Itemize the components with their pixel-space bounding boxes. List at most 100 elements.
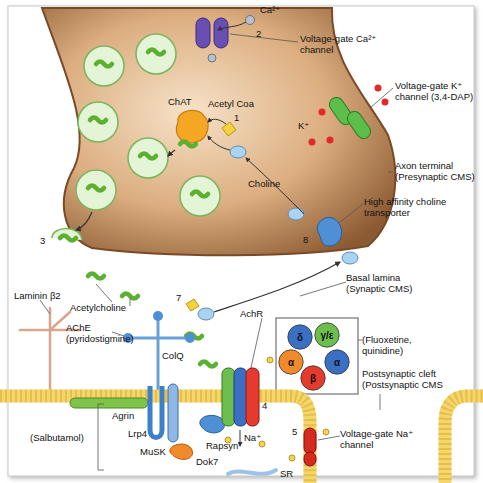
acetylcholine-molecule: [192, 192, 208, 197]
leader-line: [96, 284, 112, 302]
subunit-circle: α: [324, 349, 350, 375]
acetylcholine-molecule: [90, 118, 106, 123]
protein-label: Dok7: [196, 456, 218, 467]
sarcoplasmic-reticulum: [228, 470, 276, 474]
acetylcholine-molecule: [96, 62, 112, 67]
dok7-protein: [170, 444, 193, 459]
bracket: [98, 404, 104, 470]
subunit-circle: β: [300, 365, 326, 391]
musk-protein: [168, 384, 178, 442]
receptor-label: AchR: [240, 308, 263, 319]
choline-molecule: [198, 308, 214, 320]
callout-number: 8: [303, 234, 308, 245]
acetyl-coa: [222, 122, 236, 136]
leader-line: [130, 298, 131, 306]
protein-label: Lrp4: [128, 428, 147, 439]
ion-label: Ca²⁺: [260, 4, 280, 15]
vesicle: [84, 46, 124, 86]
chat-enzyme: [176, 110, 208, 143]
drug-label: (Salbutamol): [30, 432, 84, 443]
protein-label: MuSK: [140, 446, 166, 457]
membrane: [445, 396, 483, 483]
subunit-outline: [325, 350, 349, 374]
callout-number: 3: [40, 235, 45, 246]
vesicle: [128, 138, 168, 178]
arrow: [168, 150, 175, 156]
bracket-line: [98, 404, 104, 405]
ache-subunit: [153, 311, 163, 321]
ache-complex: [123, 311, 195, 392]
sodium-ion: [267, 357, 273, 363]
colq-stalk: [157, 316, 160, 392]
potassium-ion: [309, 139, 316, 146]
choline-transporter: [317, 217, 341, 246]
subunit-circle: α: [278, 349, 304, 375]
region-label: Axon terminal (Presynaptic CMS): [395, 160, 479, 182]
fusing-vesicle: [52, 229, 82, 241]
enzyme-label: AChE (pyridostigmine): [66, 322, 144, 344]
arrow: [208, 136, 230, 150]
arrow: [214, 262, 340, 312]
acetylcholine-molecule: [200, 362, 216, 367]
protein-label: Rapsyn: [206, 440, 238, 451]
achr-subunit: [222, 368, 235, 426]
subunit-name: α: [288, 357, 294, 368]
acetylcholine-molecule: [180, 142, 196, 147]
callout-number: 7: [176, 292, 181, 303]
leader-line: [358, 340, 362, 341]
leader-line: [300, 282, 346, 296]
transporter-label: High affinity choline transporter: [364, 196, 464, 218]
arrow: [218, 22, 246, 30]
choline-molecule: [230, 146, 246, 158]
potassium-ion: [375, 85, 382, 92]
channel-label: Voltage-gate Na⁺ channel: [340, 428, 436, 450]
channel-label: Voltage-gate Ca²⁺ channel: [300, 33, 386, 55]
calcium-ion: [246, 16, 255, 25]
subunit-outline: [301, 366, 325, 390]
calcium-channel: [196, 18, 210, 48]
vesicle: [136, 34, 176, 74]
protein-label: Laminin β2: [14, 290, 61, 301]
molecule-label: Acetylcholine: [70, 302, 126, 313]
laminin-arm: [49, 308, 52, 392]
choline-molecule: [288, 208, 304, 220]
potassium-channel: [345, 109, 374, 142]
leader-line: [340, 204, 363, 222]
acetylcholine-molecule: [88, 274, 104, 279]
ache-subunit: [185, 333, 195, 343]
acetylcholine-molecule: [122, 294, 138, 299]
vesicle: [180, 176, 220, 216]
molecule-label: Acetyl Coa: [208, 98, 254, 109]
arrow: [240, 430, 241, 446]
frame: [8, 6, 474, 476]
subunit-outline: [288, 325, 312, 349]
potassium-ion: [319, 109, 326, 116]
achr-subunit: [246, 368, 259, 426]
inset-box: [276, 318, 358, 394]
acetylcholine-molecule: [60, 236, 76, 241]
acetylcholine-molecule: [140, 154, 156, 159]
acetylcholine-molecule: [88, 186, 104, 191]
bracket-line: [98, 404, 104, 470]
potassium-ion: [327, 137, 334, 144]
subunit-outline: [279, 350, 303, 374]
callout-number: 1: [234, 112, 239, 123]
sodium-ion: [323, 429, 329, 435]
organelle-label: SR: [280, 468, 293, 479]
vesicle: [78, 102, 118, 142]
ion-label: Na⁺: [244, 432, 261, 443]
leader-line: [230, 34, 298, 42]
leader-line: [388, 172, 393, 173]
arrow: [208, 119, 226, 124]
potassium-ion: [382, 99, 389, 106]
subunit-name: δ: [297, 332, 303, 343]
subunit-circle: γ/ε: [314, 322, 340, 348]
vesicle: [76, 170, 116, 210]
drug-label: (Fluoxetine, quinidine): [362, 334, 440, 356]
agrin-protein: [70, 398, 148, 408]
callout-number: 2: [256, 28, 261, 39]
leader-line: [40, 300, 50, 314]
sodium-channel: [304, 428, 316, 454]
